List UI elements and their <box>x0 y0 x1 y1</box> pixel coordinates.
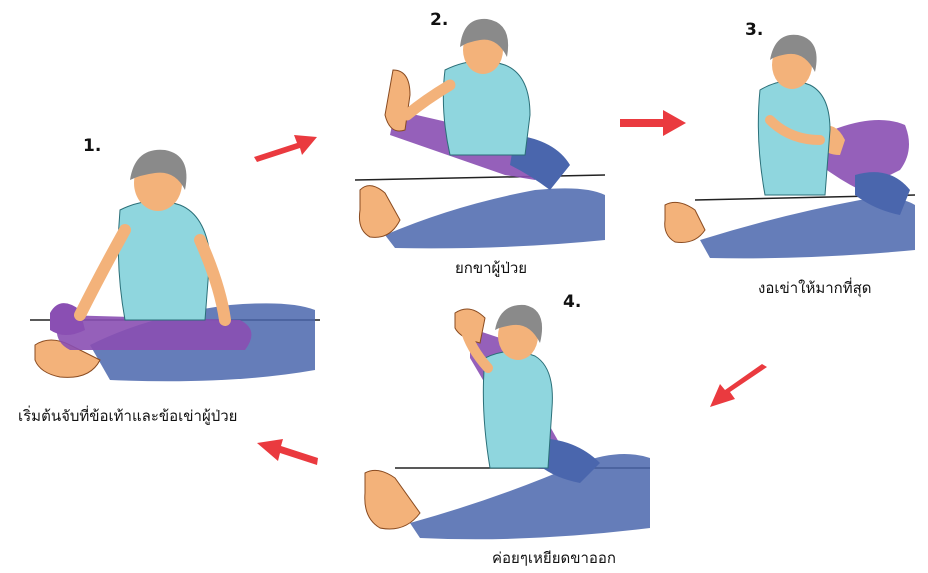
step-2-caption: ยกขาผู้ป่วย <box>455 256 527 280</box>
step-4-illustration <box>360 298 660 543</box>
step-1-illustration <box>30 145 330 395</box>
step-1-caption: เริ่มต้นจับที่ข้อเท้าและข้อเข่าผู้ป่วย <box>18 404 237 428</box>
step-4-caption: ค่อยๆเหยียดขาออก <box>492 546 616 570</box>
step-3-caption: งอเข่าให้มากที่สุด <box>758 276 872 300</box>
step-3-illustration <box>660 30 925 260</box>
step-2-illustration <box>355 15 615 250</box>
arrow-step1-to-step2 <box>252 125 322 165</box>
arrow-step3-to-step4 <box>705 362 770 412</box>
arrow-step4-to-step1 <box>255 433 320 473</box>
